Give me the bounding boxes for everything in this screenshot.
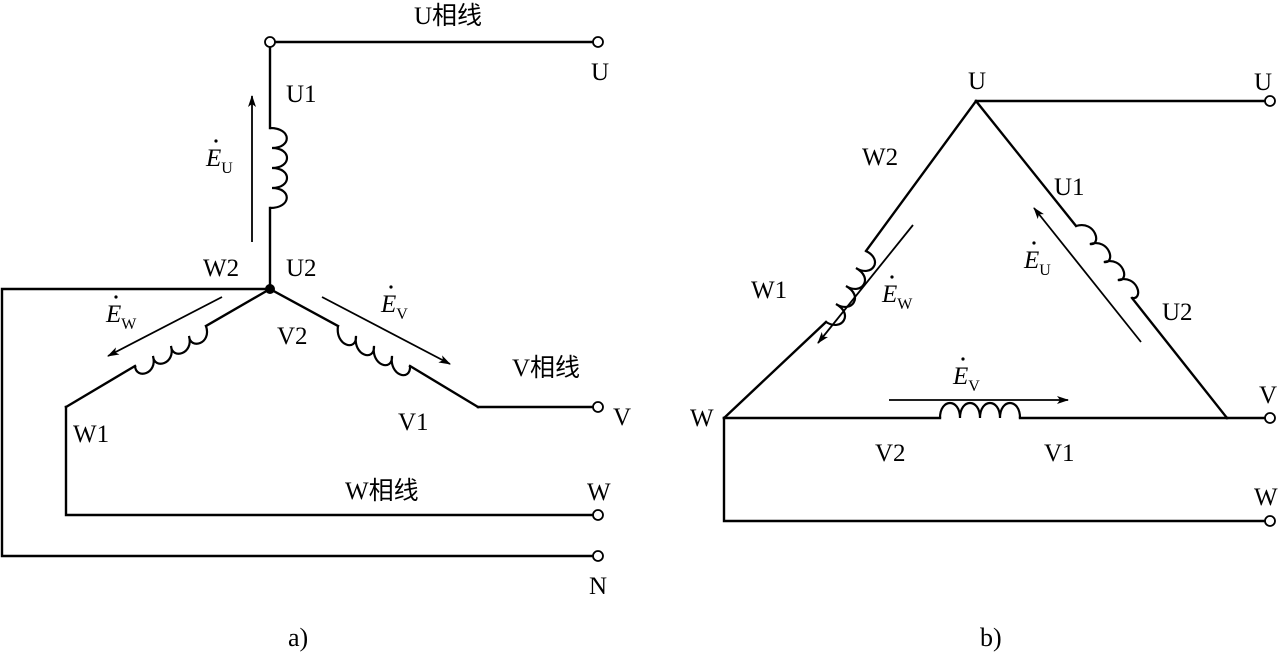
u-winding-lead-top [974,99,1078,228]
vertex-v-label: V [1259,382,1277,409]
vertex-u-label: U [968,68,986,95]
w-winding-lead-top [864,99,978,253]
emf-w-arrow [107,296,223,357]
u-winding-coil [1075,224,1140,300]
w-winding-coil [133,325,209,375]
terminal-u-label: U [591,59,609,86]
w-winding-lead-bottom [722,320,828,420]
emf-w-label: EW [881,281,913,313]
vertex-w-label: W [690,405,714,432]
terminal-u [1264,95,1276,107]
star-connection-diagram: U相线 V相线 W相线 U V W N U1 U2 W2 V2 V1 W1 EU… [0,2,631,652]
neutral-line [0,287,600,558]
w-phase-line [64,405,600,517]
u-winding-coil [269,126,289,210]
w-winding-lead-center [204,287,272,328]
terminal-v [1264,412,1276,424]
terminal-w-label: W [1254,484,1278,511]
emf-w-dot [890,275,894,279]
u-phase-label: U相线 [414,2,482,30]
terminal-w [592,509,604,521]
v-winding-lead-center [268,287,340,328]
neutral-node [265,284,275,294]
terminal-v [592,401,604,413]
u-top-node [264,36,276,48]
w-winding-lead-outer [64,364,137,409]
label-v2: V2 [277,323,308,350]
label-w2: W2 [203,255,239,282]
terminal-u [592,36,604,48]
emf-u-arrow [1033,207,1142,343]
label-u2: U2 [1162,299,1193,326]
terminal-u-label: U [1254,69,1272,96]
v-phase-label: V相线 [512,354,580,382]
label-u1: U1 [286,81,317,108]
u-winding-lead-bottom [1130,296,1229,420]
terminal-n [592,550,604,562]
emf-v-dot [389,285,393,289]
terminal-v-label: V [613,404,631,431]
label-v1: V1 [398,409,429,436]
caption-b: b) [980,623,1002,652]
v-winding-lead-outer [408,364,480,409]
v-winding-coil [938,401,1022,419]
w-winding-coil [825,250,877,326]
delta-connection-diagram: U V W U W W2 W1 U1 U2 V2 V1 EW EU EV b) [690,68,1278,652]
emf-v-dot [961,357,965,361]
label-v1: V1 [1044,440,1075,467]
label-w1: W1 [751,277,787,304]
emf-v-label: EV [952,363,980,395]
terminal-n-label: N [589,573,607,600]
terminal-w [1264,515,1276,527]
emf-u-dot [214,139,218,143]
w-line [722,416,1270,523]
emf-u-label: EU [1023,247,1051,279]
emf-u-label: EU [205,145,233,177]
label-u1: U1 [1054,174,1085,201]
emf-u-dot [1032,241,1036,245]
label-w2: W2 [862,144,898,171]
label-w1: W1 [73,421,109,448]
emf-v-arrow [321,296,451,365]
emf-w-label: EW [105,301,137,333]
w-phase-label: W相线 [345,477,419,505]
label-v2: V2 [875,440,906,467]
emf-w-arrow [817,224,914,344]
v-winding-coil [336,325,412,377]
terminal-w-label: W [587,479,611,506]
label-u2: U2 [286,255,317,282]
caption-a: a) [288,623,308,652]
emf-w-dot [114,295,118,299]
emf-v-label: EV [380,291,408,323]
